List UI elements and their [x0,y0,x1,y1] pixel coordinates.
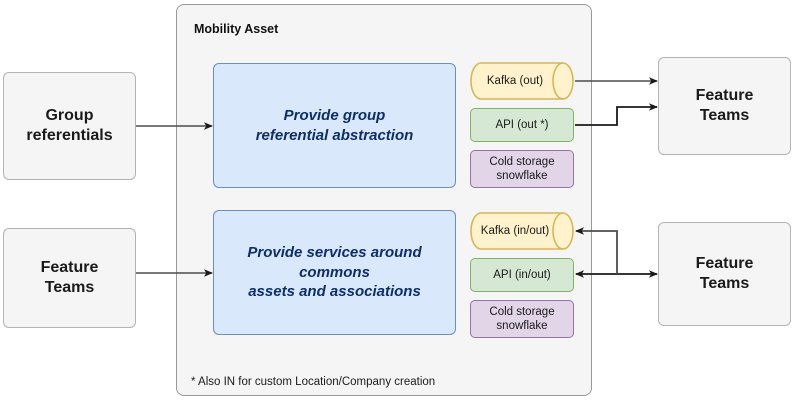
capability-provide-group-referential-abstraction[interactable]: Provide group referential abstraction [213,63,456,188]
interface-label: API (out *) [495,118,549,131]
capability-line-2: referential abstraction [255,126,414,144]
interface-label: Kafka (in/out) [480,225,550,237]
container-title: Mobility Asset [194,22,279,36]
actor-feature-teams-right-bottom[interactable]: Feature Teams [658,222,791,326]
interface-api-out[interactable]: API (out *) [470,108,574,142]
interface-cold-storage-snowflake-top[interactable]: Cold storage snowflake [470,150,574,188]
cylinder-shape [470,62,574,100]
interface-api-in-out[interactable]: API (in/out) [470,258,574,292]
interface-kafka-out[interactable]: Kafka (out) [470,62,574,100]
cylinder-shape [470,212,574,250]
capability-provide-services-around-commons[interactable]: Provide services around commons assets a… [213,210,456,335]
capability-line-3: assets and associations [248,283,421,301]
interface-label: Cold storage snowflake [489,305,555,332]
capability-line-1: Provide services around [247,244,422,262]
capability-line-1: Provide group [283,107,386,124]
actor-label-line1: Group referentials [26,106,113,144]
actor-label-line1: Feature Teams [40,258,99,296]
interface-label: API (in/out) [493,268,551,281]
container-footnote: * Also IN for custom Location/Company cr… [191,376,436,388]
actor-feature-teams-left[interactable]: Feature Teams [3,228,136,328]
actor-label-line1: Feature Teams [695,86,754,124]
capability-line-2: commons [299,263,370,281]
interface-label: Cold storage snowflake [489,155,555,182]
interface-cold-storage-snowflake-bottom[interactable]: Cold storage snowflake [470,300,574,338]
interface-label: Kafka (out) [486,75,544,87]
actor-group-referentials[interactable]: Group referentials [3,72,136,180]
actor-feature-teams-right-top[interactable]: Feature Teams [658,57,791,155]
actor-label-line1: Feature Teams [695,254,754,292]
interface-kafka-in-out[interactable]: Kafka (in/out) [470,212,574,250]
